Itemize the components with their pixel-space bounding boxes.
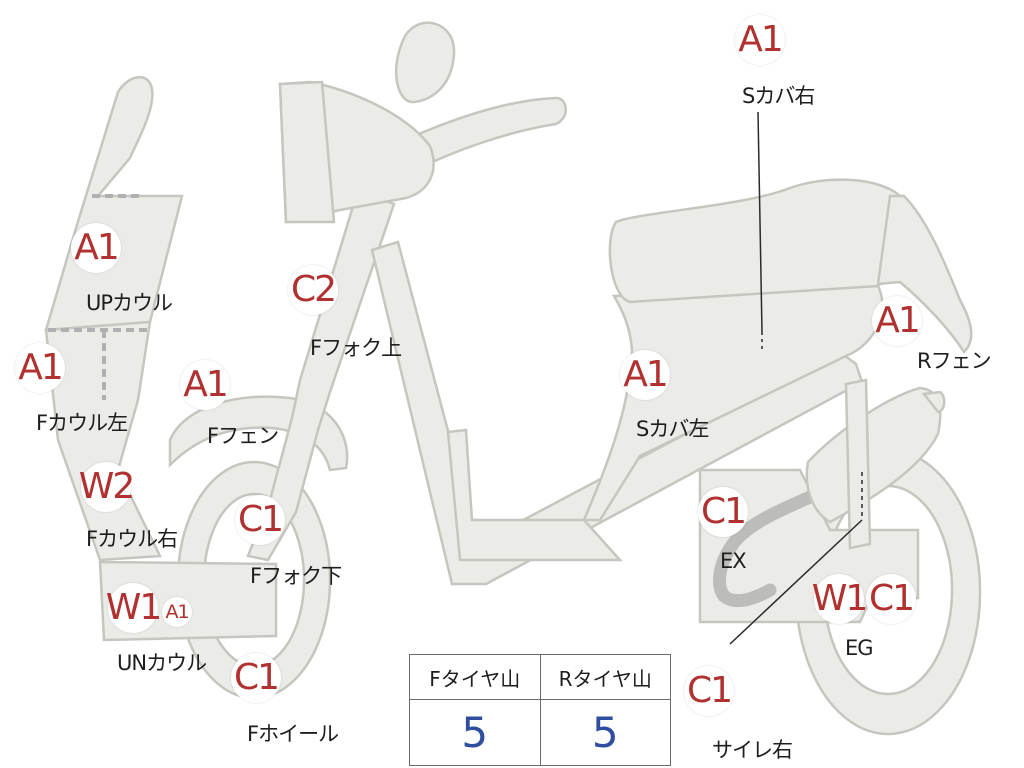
part-code-badge[interactable]: A1 [15, 343, 65, 393]
tire-tread-table: Fタイヤ山 Rタイヤ山 5 5 [409, 653, 671, 766]
exhaust-pipe [713, 483, 833, 608]
part-code-badge[interactable]: C1 [235, 495, 285, 545]
tire-table-header-row: Fタイヤ山 Rタイヤ山 [409, 653, 671, 701]
cowl-mid-panel [44, 320, 162, 562]
handlebar [403, 96, 567, 170]
part-label: Sカバ左 [636, 417, 709, 441]
part-label: Fフォク下 [250, 564, 342, 588]
part-label: UNカウル [117, 651, 207, 675]
leader-line-muffler-right [729, 519, 863, 645]
part-code-badge-secondary[interactable]: A1 [162, 597, 192, 627]
seat [608, 178, 910, 304]
rear-shock [844, 378, 872, 550]
part-code-badge[interactable]: C1 [684, 666, 734, 716]
part-code-badge-secondary[interactable]: C1 [866, 574, 916, 624]
part-label: Fフェン [207, 424, 279, 448]
headlight-rim [278, 80, 336, 224]
part-label: Fホイール [247, 722, 339, 746]
part-code-badge[interactable]: W1 [812, 574, 868, 624]
part-label: サイレ右 [712, 738, 793, 762]
part-code-badge[interactable]: A1 [872, 296, 922, 346]
part-label: Rフェン [917, 349, 992, 373]
part-code-badge[interactable]: W1 [106, 583, 162, 633]
part-code-badge[interactable]: C1 [698, 487, 748, 537]
part-label: EG [845, 636, 874, 660]
part-label: Fフォク上 [310, 336, 402, 360]
mirror [394, 21, 456, 104]
part-label: UPカウル [86, 291, 173, 315]
part-code-badge[interactable]: W2 [79, 462, 135, 512]
muffler [805, 386, 942, 524]
part-label: Sカバ右 [742, 84, 815, 108]
front-tire-value[interactable]: 5 [409, 699, 541, 766]
leader-line-s-cover-right [757, 111, 763, 333]
main-frame [370, 240, 864, 586]
rear-tire-header: Rタイヤ山 [539, 653, 671, 701]
part-code-badge[interactable]: C1 [231, 653, 281, 703]
rear-fender-tail [876, 194, 973, 354]
front-fork [246, 188, 396, 562]
part-code-badge[interactable]: C2 [288, 265, 338, 315]
part-code-badge[interactable]: A1 [71, 223, 121, 273]
front-tire-header: Fタイヤ山 [409, 653, 541, 701]
part-code-badge[interactable]: A1 [180, 360, 230, 410]
tire-table-value-row: 5 5 [409, 699, 671, 766]
rear-tire-value[interactable]: 5 [539, 699, 671, 766]
part-label: Fカウル右 [86, 527, 178, 551]
part-label: EX [720, 549, 747, 573]
muffler-tip [921, 390, 946, 414]
part-code-badge[interactable]: A1 [620, 350, 670, 400]
part-code-badge[interactable]: A1 [735, 15, 785, 65]
part-label: Fカウル左 [36, 411, 128, 435]
